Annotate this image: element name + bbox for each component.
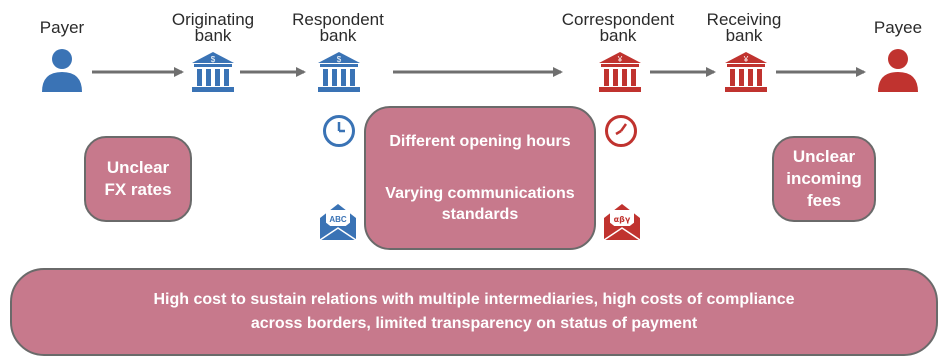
svg-text:$: $ [337,55,342,64]
bank-icon: $ [192,52,234,92]
receiving-bank-label: Receiving bank [706,10,782,45]
unclear-fx-rates-text: Unclear FX rates [104,158,172,199]
person-icon [42,49,82,92]
payee-label: Payee [873,18,923,37]
clock-icon [605,115,637,147]
svg-text:¥: ¥ [617,55,623,64]
unclear-incoming-fees-text: Unclear incoming fees [786,147,862,210]
envelope-icon: αβγ [603,204,641,241]
svg-text:¥: ¥ [743,55,749,64]
clock-icon [323,115,355,147]
center-issues-box: Different opening hours Varying communic… [364,106,596,250]
unclear-incoming-fees-box: Unclear incoming fees [772,136,876,222]
payer-label: Payer [39,18,85,37]
opening-hours-text: Different opening hours [389,133,571,151]
communications-text: Varying communications standards [385,184,575,223]
correspondent-bank-label: Correspondent bank [561,10,675,45]
svg-text:$: $ [211,55,216,64]
originating-bank-label: Originating bank [171,10,255,45]
bank-icon: ¥ [599,52,641,92]
envelope-abc-text: ABC [329,215,347,224]
respondent-bank-label: Respondent bank [292,10,384,45]
bank-icon: ¥ [725,52,767,92]
bank-icon: $ [318,52,360,92]
bottom-summary-text: High cost to sustain relations with mult… [153,291,795,332]
unclear-fx-rates-box: Unclear FX rates [84,136,192,222]
envelope-greek-text: αβγ [614,215,631,224]
bottom-summary-box: High cost to sustain relations with mult… [10,268,938,356]
person-icon [878,49,918,92]
envelope-icon: ABC [319,204,357,241]
